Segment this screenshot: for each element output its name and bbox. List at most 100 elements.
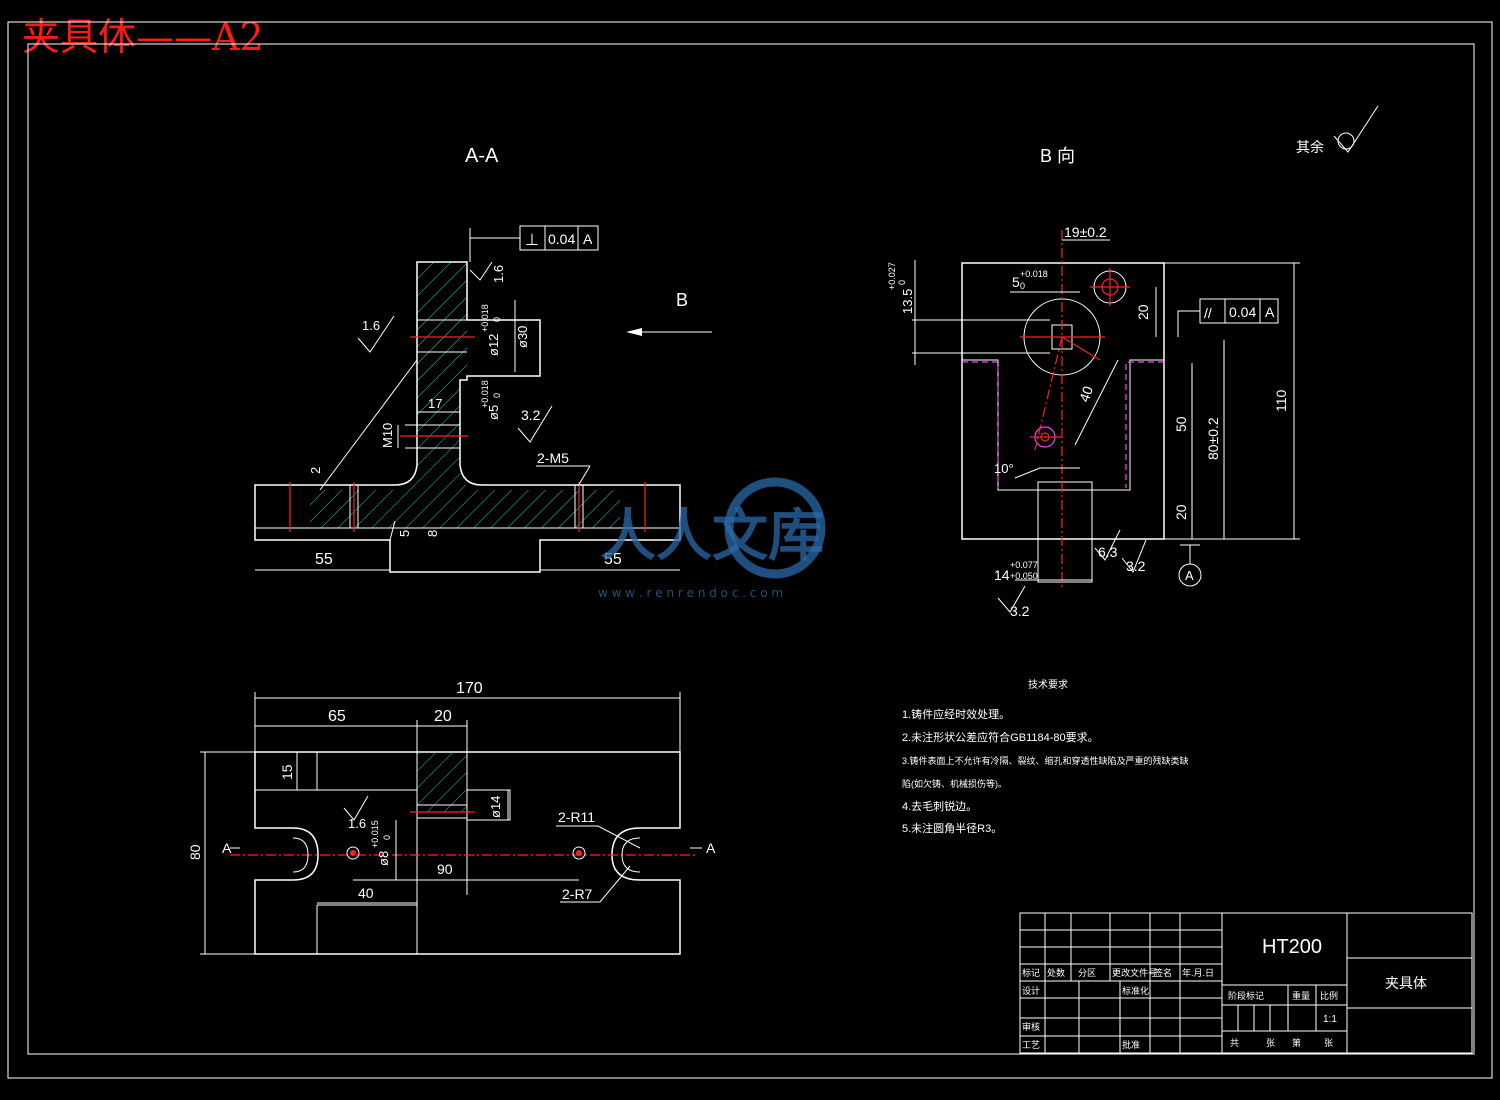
dim-14-tol-hi: +0.077 bbox=[1010, 560, 1038, 570]
dim-r7: 2-R7 bbox=[562, 886, 593, 902]
tech-req-item: 4.去毛刺锐边。 bbox=[902, 799, 977, 813]
plan-hatch bbox=[417, 752, 467, 812]
roughness-general-circle bbox=[1337, 132, 1355, 150]
plan-hole-center bbox=[350, 850, 356, 856]
roughness-value: 3.2 bbox=[1010, 603, 1030, 619]
roughness-symbol bbox=[343, 795, 369, 821]
section-aa-outline bbox=[254, 261, 681, 573]
plan-slot-right bbox=[621, 837, 641, 873]
para-datum: A bbox=[1265, 304, 1275, 320]
section-aa-line bbox=[389, 520, 396, 541]
dim-13-5-tol-lo: 0 bbox=[897, 280, 907, 285]
dim-8: 8 bbox=[425, 530, 440, 537]
dim-r11: 2-R11 bbox=[558, 809, 595, 825]
perpendicularity-frame: ⊥ 0.04 A bbox=[519, 225, 599, 251]
section-aa-hatch bbox=[310, 262, 620, 528]
perp-datum: A bbox=[583, 231, 593, 247]
dim-80: 80 bbox=[187, 844, 203, 860]
title-block-design: 设计 bbox=[1022, 985, 1040, 996]
dim-55-left: 55 bbox=[315, 551, 333, 568]
tech-req-item: 陷(如欠铸、机械损伤等)。 bbox=[902, 778, 1007, 789]
roughness-value: 3.2 bbox=[521, 407, 541, 423]
tech-req-item: 5.未注圆角半径R3。 bbox=[902, 821, 1002, 835]
plan-boss bbox=[467, 789, 511, 821]
title-block-label: 签名 bbox=[1154, 967, 1172, 978]
material: HT200 bbox=[1262, 936, 1322, 958]
leader bbox=[560, 865, 631, 903]
dim-40: 40 bbox=[358, 885, 374, 901]
title-block-label: 标记 bbox=[1022, 967, 1040, 978]
dim-d5-tol: +0.018 bbox=[480, 380, 490, 408]
section-aa-view: A-A ⊥ 0.04 A bbox=[254, 145, 712, 573]
tech-req-item: 3.铸件表面上不允许有冷隔、裂纹、缩孔和穿透性缺陷及严重的残缺类缺 bbox=[902, 755, 1189, 766]
stage-label: 重量 bbox=[1292, 990, 1310, 1001]
roughness-value: 1.6 bbox=[491, 265, 506, 283]
dim-5-small: 5 bbox=[397, 530, 412, 537]
watermark: 人人文库 w w w . r e n r e n d o c . c o m bbox=[598, 477, 826, 600]
technical-requirements: 技术要求 1.铸件应经时效处理。 2.未注形状公差应符合GB1184-80要求。… bbox=[902, 678, 1189, 835]
dim-8-tol: +0.015 bbox=[370, 820, 380, 848]
sheet-label: 张 bbox=[1324, 1038, 1333, 1048]
dim-40: 40 bbox=[1076, 384, 1096, 404]
dim-d12-tol-lo: 0 bbox=[492, 317, 502, 322]
dim-15: 15 bbox=[279, 764, 295, 780]
inner-border bbox=[27, 43, 1475, 1055]
plan-hole-right bbox=[572, 846, 586, 860]
dim-14: ø14 bbox=[488, 796, 503, 818]
dim-20: 20 bbox=[434, 708, 452, 725]
dim-8-tol-lo: 0 bbox=[382, 835, 392, 840]
angle-leader bbox=[1014, 467, 1080, 479]
roughness-value: 6.3 bbox=[1098, 544, 1118, 560]
dim-20-top: 20 bbox=[1135, 304, 1151, 320]
sheet-label: 第 bbox=[1292, 1037, 1301, 1048]
part-name: 夹具体 bbox=[1385, 975, 1427, 991]
dim-d12: ø12 bbox=[486, 334, 501, 356]
dim-65: 65 bbox=[328, 708, 346, 725]
dim-50: 50 bbox=[1173, 416, 1189, 432]
dim-19: 19±0.2 bbox=[1064, 224, 1107, 240]
dim-d12-tol: +0.018 bbox=[480, 304, 490, 332]
dim-5-tol-lo: 0 bbox=[1020, 281, 1025, 291]
plan-slot-left bbox=[292, 837, 309, 873]
title-block-label: 分区 bbox=[1078, 968, 1096, 978]
dim-5: 5 bbox=[1012, 274, 1020, 290]
view-b-slot bbox=[962, 359, 1164, 491]
view-b: B 向 19±0.2 5 +0.018 0 13.5 +0.027 0 20 bbox=[887, 146, 1300, 619]
roughness-symbol bbox=[469, 261, 493, 281]
dim-90: 90 bbox=[437, 861, 453, 877]
dim-13-5: 13.5 bbox=[900, 289, 915, 314]
title-block-review: 审核 bbox=[1022, 1021, 1040, 1032]
stage-label: 比例 bbox=[1320, 990, 1338, 1001]
view-b-recess-left bbox=[962, 361, 999, 488]
title-block-approve: 批准 bbox=[1122, 1039, 1140, 1050]
roughness-symbol bbox=[997, 585, 1026, 613]
plan-view: A A 170 65 20 15 ø14 ø8 +0.015 0 80 40 9… bbox=[187, 680, 716, 955]
outer-border bbox=[7, 21, 1493, 1079]
dim-line bbox=[1074, 359, 1119, 446]
dim-110: 110 bbox=[1273, 389, 1289, 412]
dim-angle-10: 10° bbox=[994, 461, 1014, 476]
view-b-body bbox=[961, 262, 1165, 540]
roughness-value: 1.6 bbox=[362, 318, 380, 333]
title-block-standardization: 标准化 bbox=[1122, 985, 1149, 996]
dim-13-5-tol: +0.027 bbox=[887, 262, 897, 290]
datum-a-label: A bbox=[1185, 568, 1194, 583]
tech-req-item: 2.未注形状公差应符合GB1184-80要求。 bbox=[902, 730, 1099, 744]
watermark-logo bbox=[724, 477, 826, 579]
dim-m10: M10 bbox=[380, 423, 395, 448]
dim-5-tol: +0.018 bbox=[1020, 269, 1048, 279]
watermark-url: w w w . r e n r e n d o c . c o m bbox=[598, 586, 783, 600]
dim-2: 2 bbox=[308, 467, 323, 474]
axis bbox=[1061, 336, 1101, 361]
dim-14: 14 bbox=[994, 567, 1010, 583]
leader bbox=[556, 825, 641, 849]
section-mark-left: A bbox=[222, 840, 232, 856]
title-block-label: 年.月.日 bbox=[1182, 967, 1214, 978]
view-b-recess-right bbox=[1125, 361, 1164, 488]
view-b-label: B 向 bbox=[1040, 146, 1075, 166]
view-b-arrow-label: B bbox=[676, 290, 688, 310]
title-block-label: 处数 bbox=[1047, 967, 1065, 978]
dim-170: 170 bbox=[456, 680, 483, 697]
sheet-label: 共 bbox=[1230, 1038, 1239, 1048]
